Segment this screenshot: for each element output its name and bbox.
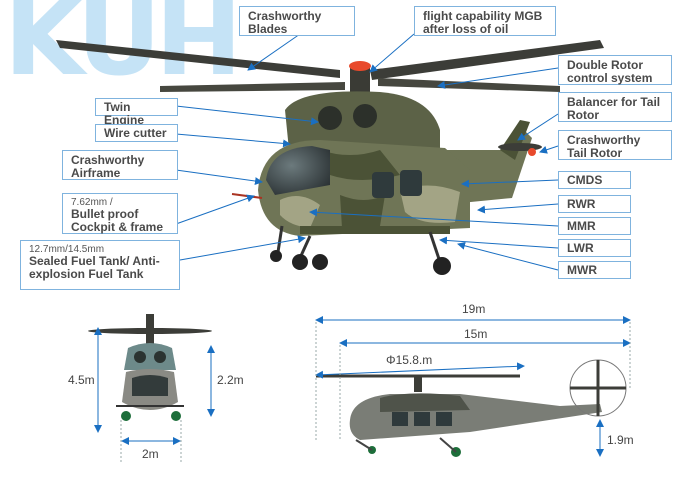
front-guides bbox=[120, 420, 182, 464]
callout-label: MWR bbox=[567, 263, 597, 277]
callout-rwr: RWR bbox=[558, 195, 631, 213]
callout-balancer: Balancer for Tail Rotor bbox=[558, 92, 672, 122]
callout-crashworthy-tail-rotor: Crashworthy Tail Rotor bbox=[558, 130, 672, 160]
callout-mwr: MWR bbox=[558, 261, 631, 279]
callout-label: Crashworthy Airframe bbox=[71, 153, 145, 180]
callout-flight-capability: flight capability MGB after loss of oil bbox=[414, 6, 556, 36]
main-wheel bbox=[433, 257, 451, 275]
callout-crashworthy-airframe: Crashworthy Airframe bbox=[62, 150, 178, 180]
dim-height-total: 4.5m bbox=[68, 373, 95, 387]
kuh-logo: KUH bbox=[4, 0, 242, 99]
main-rotor-blade bbox=[370, 40, 604, 80]
side-dimension-lines bbox=[315, 316, 631, 457]
dim-height-body: 2.2m bbox=[217, 373, 244, 387]
callout-wire-cutter: Wire cutter bbox=[95, 124, 178, 142]
nose-wheel bbox=[312, 254, 328, 270]
callout-label: Sealed Fuel Tank/ Anti-explosion Fuel Ta… bbox=[29, 254, 160, 281]
callout-leader-lines bbox=[175, 33, 559, 271]
callout-label: Twin Engine bbox=[104, 100, 145, 127]
callout-label: LWR bbox=[567, 241, 594, 255]
main-rotor-blade bbox=[56, 40, 340, 78]
callout-label: Balancer for Tail Rotor bbox=[567, 95, 661, 122]
callout-sublabel: 12.7mm/14.5mm bbox=[29, 244, 105, 255]
dim-tail-height: 1.9m bbox=[607, 433, 634, 447]
callout-crashworthy-blades: Crashworthy Blades bbox=[239, 6, 355, 36]
callout-label: RWR bbox=[567, 197, 596, 211]
callout-double-rotor: Double Rotor control system bbox=[558, 55, 672, 85]
callout-label: Bullet proof Cockpit & frame bbox=[71, 207, 164, 234]
callout-cmds: CMDS bbox=[558, 171, 631, 189]
callout-label: flight capability MGB after loss of oil bbox=[423, 9, 543, 36]
cockpit-window bbox=[266, 146, 330, 195]
main-rotor-blade bbox=[378, 78, 560, 92]
callout-label: Crashworthy Tail Rotor bbox=[567, 133, 641, 160]
callout-fuel-tank: 12.7mm/14.5mm Sealed Fuel Tank/ Anti-exp… bbox=[20, 240, 180, 290]
engine-intake bbox=[318, 106, 342, 130]
callout-label: MMR bbox=[567, 219, 596, 233]
callout-twin-engine: Twin Engine bbox=[95, 98, 178, 127]
callout-lwr: LWR bbox=[558, 239, 631, 257]
callout-label: Double Rotor control system bbox=[567, 58, 653, 85]
side-view-illustration bbox=[316, 359, 627, 457]
dim-length-fuselage: 15m bbox=[464, 327, 488, 341]
main-helicopter-illustration bbox=[56, 40, 604, 275]
rotor-head-cap bbox=[349, 61, 371, 71]
main-rotor-blade bbox=[160, 82, 345, 92]
rotor-mast bbox=[350, 64, 370, 94]
callout-label: Wire cutter bbox=[104, 126, 167, 140]
tail-rotor-tip bbox=[528, 148, 536, 156]
nose-wheel bbox=[292, 254, 308, 270]
dim-rotor-diameter: Φ15.8.m bbox=[386, 353, 433, 367]
callout-label: Crashworthy Blades bbox=[248, 9, 322, 36]
callout-bullet-proof: 7.62mm / Bullet proof Cockpit & frame bbox=[62, 193, 178, 234]
dim-length-total: 19m bbox=[462, 302, 486, 316]
front-dimension-lines bbox=[94, 327, 215, 445]
engine-intake bbox=[353, 104, 377, 128]
callout-sublabel: 7.62mm / bbox=[71, 197, 113, 208]
callout-mmr: MMR bbox=[558, 217, 631, 235]
callout-label: CMDS bbox=[567, 173, 603, 187]
dim-width: 2m bbox=[142, 447, 159, 461]
tail-rotor-blade bbox=[498, 143, 542, 151]
wire-cutter bbox=[231, 193, 263, 199]
front-view-illustration bbox=[88, 314, 212, 421]
side-guides bbox=[315, 322, 631, 440]
